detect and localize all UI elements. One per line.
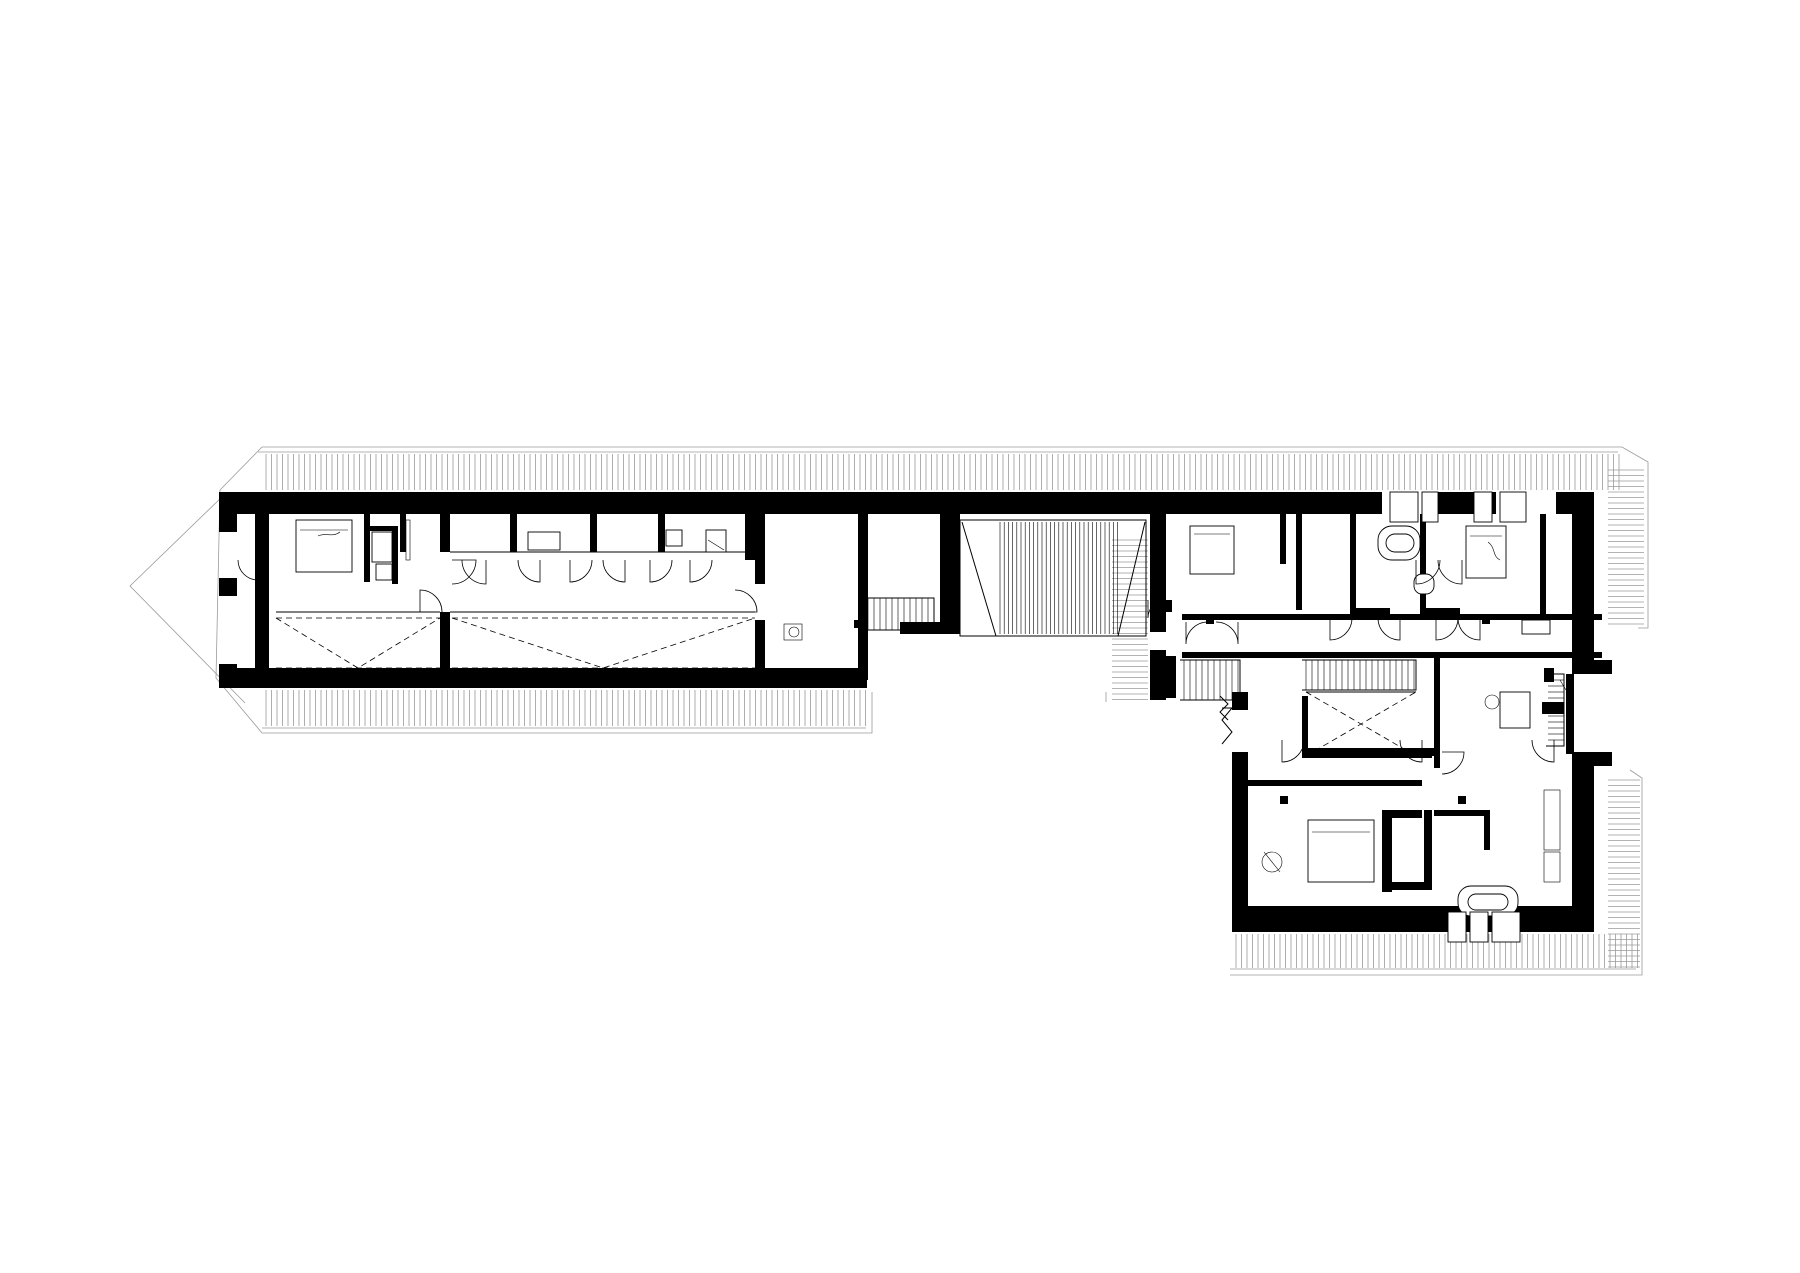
west-wing-details [275, 519, 935, 669]
walls [219, 492, 1612, 932]
roof-outline [129, 446, 1649, 976]
central-stair [959, 519, 1147, 637]
door-swings [237, 559, 1555, 775]
roof-hatch [265, 454, 1644, 968]
east-wing-details [1180, 491, 1567, 943]
